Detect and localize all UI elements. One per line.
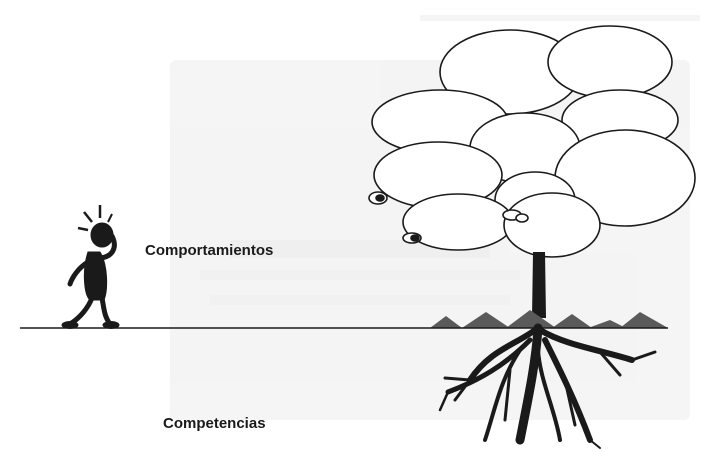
competencies-label: Competencias [163, 415, 266, 432]
tree-trunk [532, 252, 546, 318]
foliage-cloud [504, 193, 600, 257]
foliage-cloud [548, 26, 672, 98]
behaviors-label: Comportamientos [145, 242, 273, 259]
confused-person-icon [62, 205, 119, 329]
